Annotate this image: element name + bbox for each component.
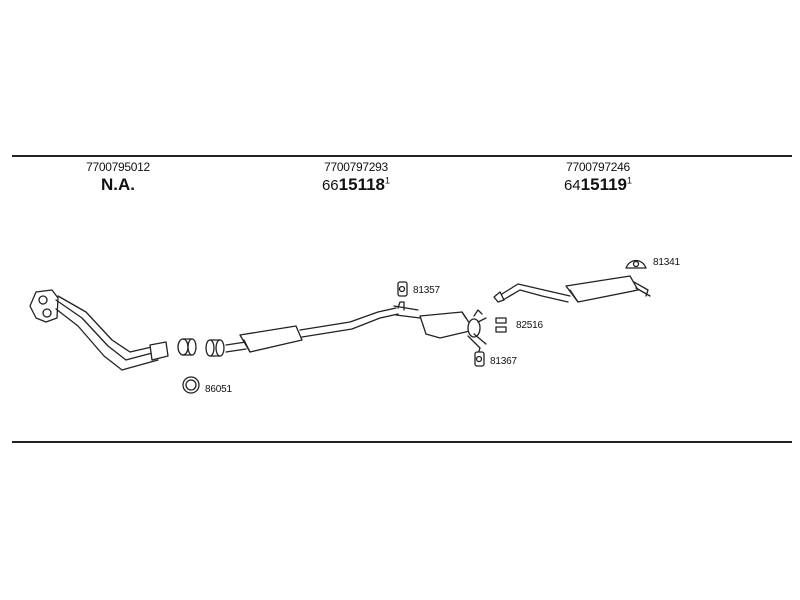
code-suffix: 1	[385, 175, 391, 186]
callout-hanger-lower: 81367	[490, 356, 517, 367]
reference-code: 64151191	[518, 175, 678, 195]
ring-part	[182, 376, 200, 394]
rear-silencer-part	[493, 275, 651, 303]
part-number: 7700797293	[324, 160, 388, 174]
reference-code: N.A.	[38, 175, 198, 195]
top-divider	[12, 155, 792, 157]
part-number: 7700797246	[566, 160, 630, 174]
bottom-divider	[12, 441, 792, 443]
hanger-center-part	[397, 281, 408, 297]
callout-ring: 86051	[205, 384, 232, 395]
header-front-pipe: 7700795012 N.A.	[38, 160, 198, 195]
code-main: 15118	[338, 175, 385, 194]
gasket-part	[177, 338, 197, 356]
part-number: 7700795012	[86, 160, 150, 174]
code-main: 15119	[580, 175, 627, 194]
callout-hanger-rear: 81341	[653, 257, 680, 268]
header-rear-silencer: 7700797246 64151191	[518, 160, 678, 195]
hanger-rear-part	[625, 259, 647, 269]
header-middle-silencer: 7700797293 66151181	[276, 160, 436, 195]
code-prefix: 64	[563, 177, 581, 194]
hanger-lower-part	[474, 351, 485, 367]
callout-hanger-center: 81357	[413, 285, 440, 296]
callout-clamp: 82516	[516, 320, 543, 331]
clamp-part	[495, 317, 507, 333]
not-available-text: N.A.	[101, 175, 135, 194]
rear-mid-silencer-part	[419, 309, 487, 355]
reference-code: 66151181	[276, 175, 436, 195]
code-prefix: 66	[321, 177, 339, 194]
middle-silencer-part	[205, 301, 421, 357]
code-suffix: 1	[627, 175, 633, 186]
front-pipe-part	[29, 289, 169, 371]
